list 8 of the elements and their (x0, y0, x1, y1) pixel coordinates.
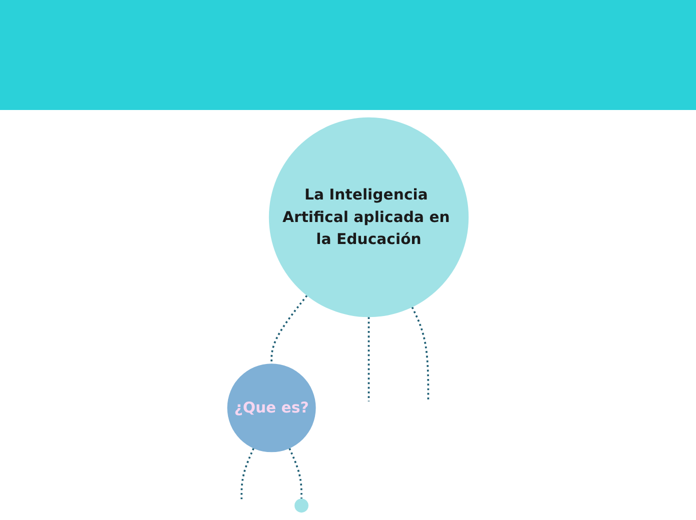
connector (240, 448, 254, 500)
connector (270, 295, 308, 364)
node-circle (294, 498, 308, 513)
connector (411, 306, 430, 402)
connector (368, 317, 370, 402)
node-circle: ¿Que es? (227, 364, 316, 452)
connector (288, 448, 302, 499)
node-circle: La Inteligencia Artifical aplicada en la Educación (268, 117, 469, 318)
